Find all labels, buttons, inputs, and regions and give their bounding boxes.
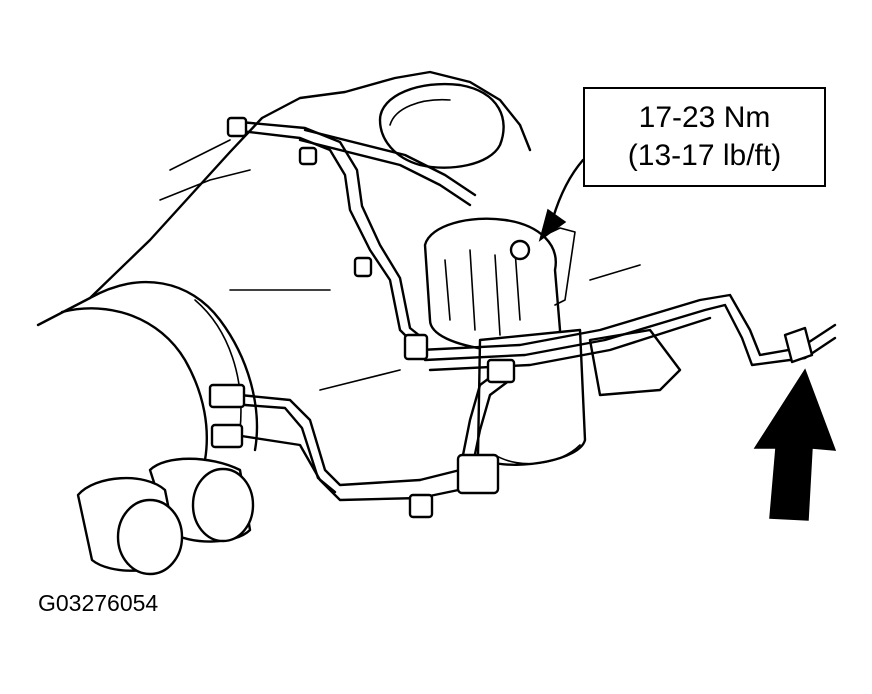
torque-nm-label: 17-23 Nm <box>638 101 771 134</box>
figure-id-label: G03276054 <box>38 590 159 616</box>
transmission-housing <box>36 70 641 462</box>
torque-leader-arrow <box>538 158 585 242</box>
torque-spec-callout: 17-23 Nm (13-17 lb/ft) <box>583 87 826 187</box>
line-fittings <box>208 116 516 519</box>
output-cylinders <box>76 457 255 576</box>
torque-lbft-label: (13-17 lb/ft) <box>627 139 782 172</box>
fuel-lines <box>230 120 837 502</box>
direction-arrow <box>753 368 837 521</box>
fuel-filter-housing <box>423 217 682 466</box>
